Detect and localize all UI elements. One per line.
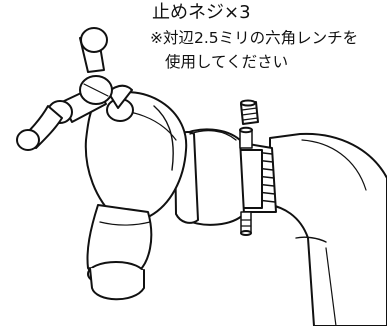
faucet-body (84, 91, 188, 219)
elbow-pipe (269, 132, 387, 327)
cross-handle (16, 27, 133, 151)
threaded-coupling (235, 141, 277, 213)
hex-wrench-note-line2: 使用してください (165, 53, 289, 71)
set-screw-bottom (240, 211, 252, 236)
spout (86, 204, 153, 301)
set-screw-side (239, 126, 253, 149)
set-screw-top (240, 99, 259, 125)
set-screw-label: 止めネジ×3 (152, 2, 251, 23)
hex-wrench-note-line1: ※対辺2.5ミリの六角レンチを (150, 29, 359, 47)
